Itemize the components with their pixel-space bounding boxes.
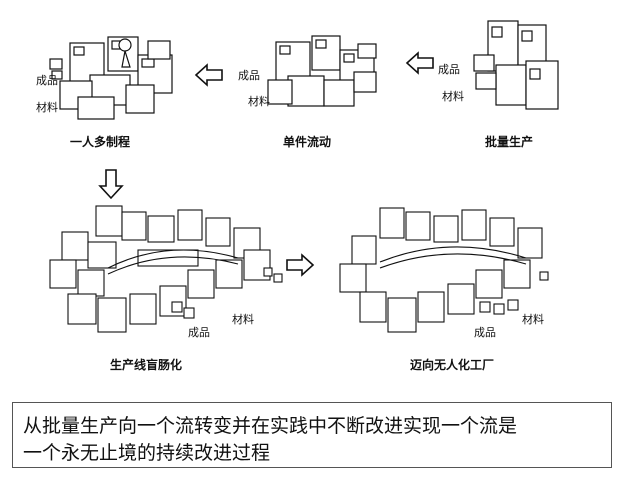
single-flow-material-label: 材料 [248, 95, 270, 108]
single-flow-machines-illustration [267, 35, 377, 107]
single-flow-product-label: 成品 [238, 69, 260, 82]
stage-craft: 成品 材料 [30, 15, 190, 125]
craft-title: 一人多制程 [70, 135, 131, 149]
unmanned-product-label: 成品 [474, 326, 496, 339]
stage-batch: 成品 材料 [438, 15, 578, 125]
craft-product-label: 成品 [36, 74, 58, 87]
caption-line-1: 从批量生产向一个流转变并在实践中不断改进实现一个流是 [23, 415, 518, 437]
batch-product-label: 成品 [438, 63, 460, 76]
caption-line-2: 一个永无止境的持续改进过程 [23, 442, 271, 464]
arrow-down-icon [98, 169, 124, 200]
single-flow-title: 单件流动 [283, 135, 332, 149]
unmanned-factory-illustration [339, 207, 549, 333]
blind-intestine-machines-illustration [49, 205, 283, 333]
stage-single-flow: 成品 材料 [228, 20, 398, 120]
unmanned-title: 迈向无人化工厂 [410, 358, 495, 372]
batch-title: 批量生产 [485, 135, 534, 149]
stage-unmanned: 成品 材料 [330, 200, 570, 348]
stage-blind-intestine: 成品 材料 [38, 198, 288, 348]
blind-intestine-title: 生产线盲肠化 [110, 358, 183, 372]
arrow-left-icon [194, 63, 223, 87]
craft-material-label: 材料 [36, 101, 58, 114]
caption-box: 从批量生产向一个流转变并在实践中不断改进实现一个流是 一个永无止境的持续改进过程 [12, 402, 612, 468]
batch-machines-illustration [473, 20, 559, 110]
blind-intestine-product-label: 成品 [188, 326, 210, 339]
batch-material-label: 材料 [442, 90, 464, 103]
arrow-left-icon [405, 51, 434, 75]
unmanned-material-label: 材料 [522, 313, 544, 326]
arrow-right-icon [286, 253, 315, 277]
craft-machines-illustration [49, 36, 173, 120]
blind-intestine-material-label: 材料 [232, 313, 254, 326]
